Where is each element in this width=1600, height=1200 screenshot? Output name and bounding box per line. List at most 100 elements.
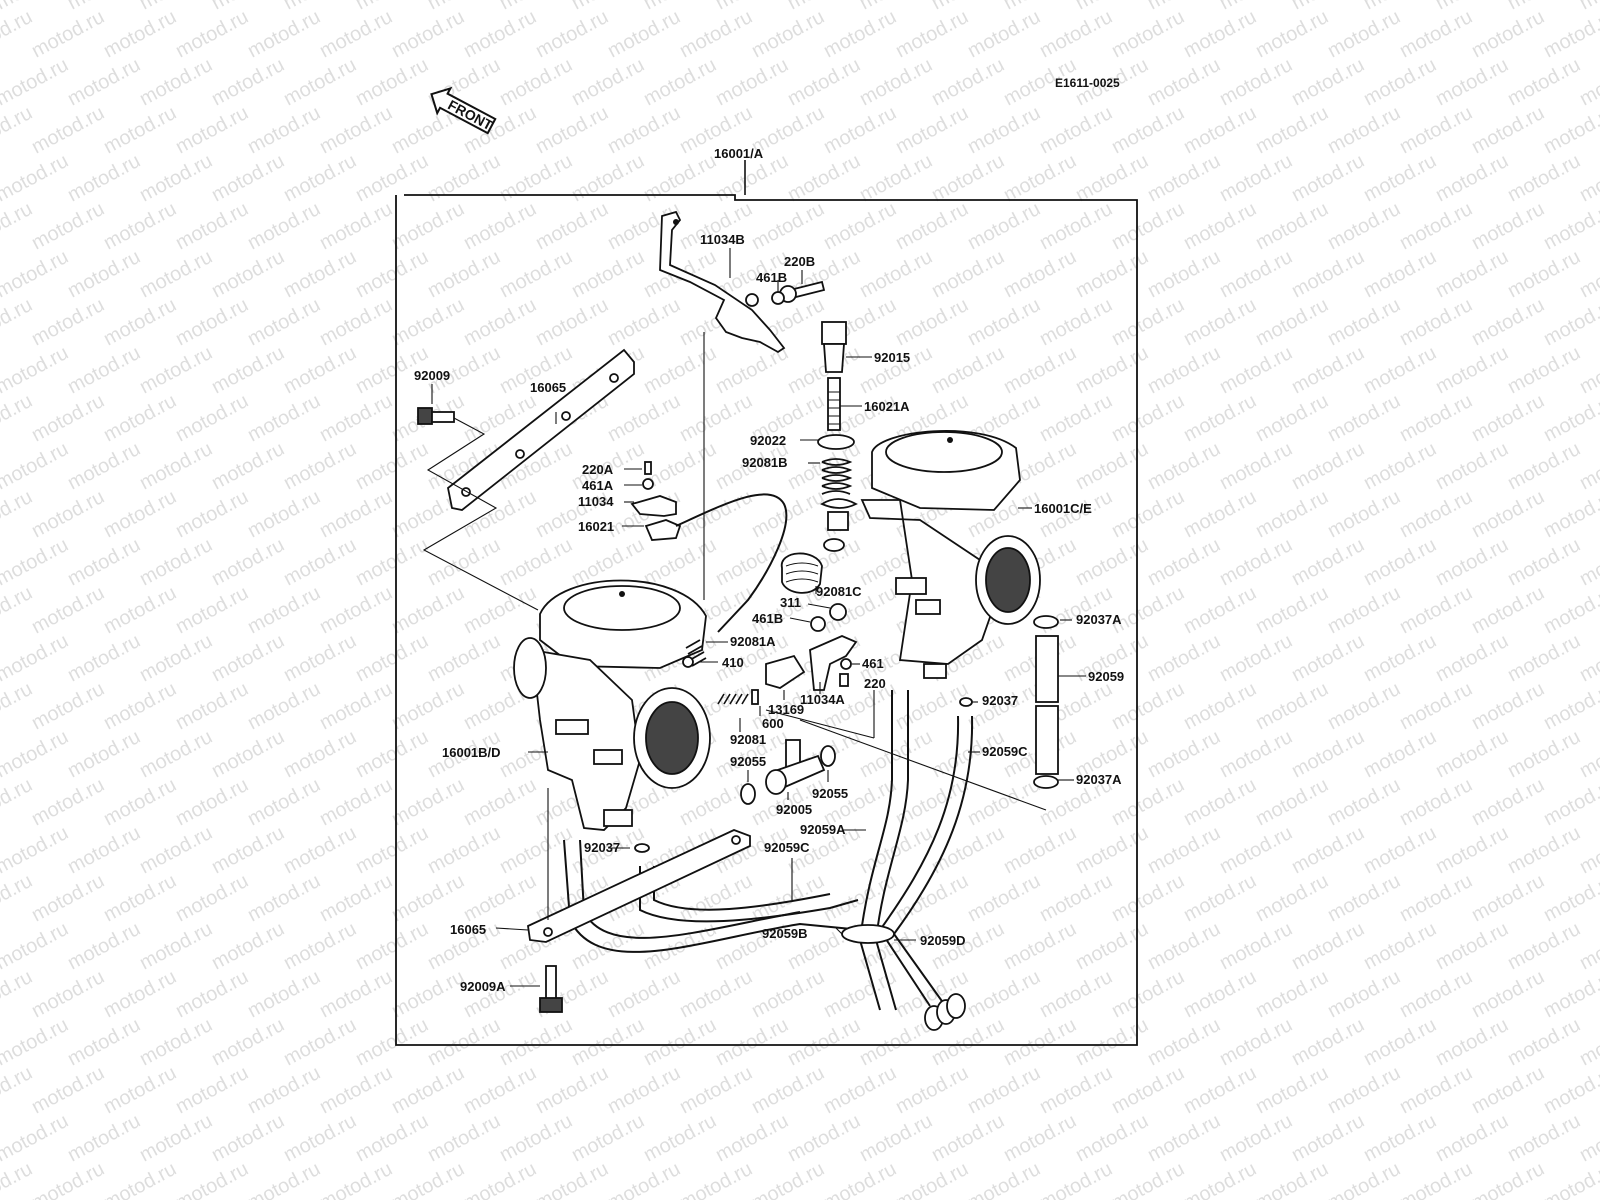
watermark-text: motod.ru <box>568 246 648 302</box>
watermark-text: motod.ru <box>100 1158 180 1200</box>
watermark-text: motod.ru <box>352 1014 432 1070</box>
watermark-text: motod.ru <box>100 198 180 254</box>
watermark-text: motod.ru <box>1540 1158 1600 1200</box>
watermark-text: motod.ru <box>1216 1110 1296 1166</box>
watermark-text: motod.ru <box>748 6 828 62</box>
watermark-text: motod.ru <box>424 246 504 302</box>
watermark-text: motod.ru <box>388 678 468 734</box>
watermark-text: motod.ru <box>1144 150 1224 206</box>
watermark-text: motod.ru <box>640 54 720 110</box>
watermark-text: motod.ru <box>0 6 36 62</box>
watermark-text: motod.ru <box>604 390 684 446</box>
watermark-text: motod.ru <box>1468 774 1548 830</box>
watermark-text: motod.ru <box>1288 150 1368 206</box>
watermark-text: motod.ru <box>1360 534 1440 590</box>
watermark-text: motod.ru <box>532 198 612 254</box>
watermark-text: motod.ru <box>856 822 936 878</box>
watermark-text: motod.ru <box>100 774 180 830</box>
watermark-text: motod.ru <box>460 870 540 926</box>
watermark-text: motod.ru <box>1072 438 1152 494</box>
watermark-text: motod.ru <box>1396 6 1476 62</box>
clamp-92059D <box>841 924 895 944</box>
watermark-text: motod.ru <box>1360 0 1440 14</box>
watermark-text: motod.ru <box>1072 342 1152 398</box>
watermark-text: motod.ru <box>460 198 540 254</box>
watermark-text: motod.ru <box>208 918 288 974</box>
watermark-text: motod.ru <box>1396 390 1476 446</box>
watermark-text: motod.ru <box>1252 102 1332 158</box>
watermark-text: motod.ru <box>1432 1110 1512 1166</box>
watermark-text: motod.ru <box>208 1110 288 1166</box>
label-11034: 11034 <box>578 494 614 509</box>
watermark-text: motod.ru <box>280 1014 360 1070</box>
watermark-text: motod.ru <box>1252 1062 1332 1118</box>
watermark-text: motod.ru <box>1540 774 1600 830</box>
watermark-text: motod.ru <box>676 1062 756 1118</box>
watermark-text: motod.ru <box>1144 54 1224 110</box>
watermark-text: motod.ru <box>316 6 396 62</box>
watermark-text: motod.ru <box>1324 486 1404 542</box>
watermark-text: motod.ru <box>316 1158 396 1200</box>
watermark-text: motod.ru <box>604 6 684 62</box>
watermark-text: motod.ru <box>64 246 144 302</box>
watermark-text: motod.ru <box>424 822 504 878</box>
watermark-text: motod.ru <box>1360 438 1440 494</box>
watermark-text: motod.ru <box>1216 1014 1296 1070</box>
watermark-text: motod.ru <box>1288 822 1368 878</box>
watermark-text: motod.ru <box>1108 678 1188 734</box>
watermark-text: motod.ru <box>244 1062 324 1118</box>
label-92009A: 92009A <box>460 979 506 994</box>
watermark-text: motod.ru <box>856 54 936 110</box>
watermark-text: motod.ru <box>1036 6 1116 62</box>
watermark-text: motod.ru <box>208 0 288 14</box>
watermark-text: motod.ru <box>496 534 576 590</box>
watermark-text: motod.ru <box>352 822 432 878</box>
watermark-text: motod.ru <box>856 150 936 206</box>
watermark-text: motod.ru <box>1360 54 1440 110</box>
part-labels: 11034B 220B 461B 92015 92009 16065 16021… <box>414 232 1124 994</box>
watermark-text: motod.ru <box>892 6 972 62</box>
watermark-text: motod.ru <box>316 966 396 1022</box>
watermark-text: motod.ru <box>1108 870 1188 926</box>
watermark-text: motod.ru <box>388 870 468 926</box>
label-461: 461 <box>862 656 884 671</box>
watermark-text: motod.ru <box>964 1158 1044 1200</box>
watermark-text: motod.ru <box>0 870 36 926</box>
watermark-text: motod.ru <box>964 870 1044 926</box>
watermark-text: motod.ru <box>100 582 180 638</box>
watermark-text: motod.ru <box>1540 102 1600 158</box>
watermark-text: motod.ru <box>208 150 288 206</box>
watermark-text: motod.ru <box>0 1062 36 1118</box>
watermark-text: motod.ru <box>748 966 828 1022</box>
ring-92055-right <box>820 745 836 767</box>
watermark-text: motod.ru <box>136 630 216 686</box>
watermark-text: motod.ru <box>1576 1014 1600 1070</box>
watermark-text: motod.ru <box>748 1062 828 1118</box>
cap-92015 <box>821 321 847 373</box>
watermark-text: motod.ru <box>928 54 1008 110</box>
watermark-text: motod.ru <box>820 6 900 62</box>
watermark-text: motod.ru <box>928 342 1008 398</box>
watermark-text: motod.ru <box>532 1158 612 1200</box>
watermark-text: motod.ru <box>28 678 108 734</box>
watermark-text: motod.ru <box>1396 966 1476 1022</box>
watermark-text: motod.ru <box>1360 1014 1440 1070</box>
watermark-text: motod.ru <box>1468 582 1548 638</box>
watermark-text: motod.ru <box>784 150 864 206</box>
watermark-text: motod.ru <box>1216 534 1296 590</box>
watermark-text: motod.ru <box>280 630 360 686</box>
watermark-text: motod.ru <box>100 1062 180 1118</box>
watermark-text: motod.ru <box>1432 246 1512 302</box>
label-220: 220 <box>864 676 886 691</box>
watermark-text: motod.ru <box>1396 870 1476 926</box>
watermark-text: motod.ru <box>1144 822 1224 878</box>
watermark-text: motod.ru <box>0 198 36 254</box>
watermark-text: motod.ru <box>1144 342 1224 398</box>
watermark-text: motod.ru <box>1360 630 1440 686</box>
watermark-text: motod.ru <box>244 102 324 158</box>
watermark-text: motod.ru <box>0 150 72 206</box>
watermark-text: motod.ru <box>1252 486 1332 542</box>
watermark-text: motod.ru <box>1072 246 1152 302</box>
watermark-text: motod.ru <box>316 198 396 254</box>
watermark-text: motod.ru <box>0 1110 72 1166</box>
